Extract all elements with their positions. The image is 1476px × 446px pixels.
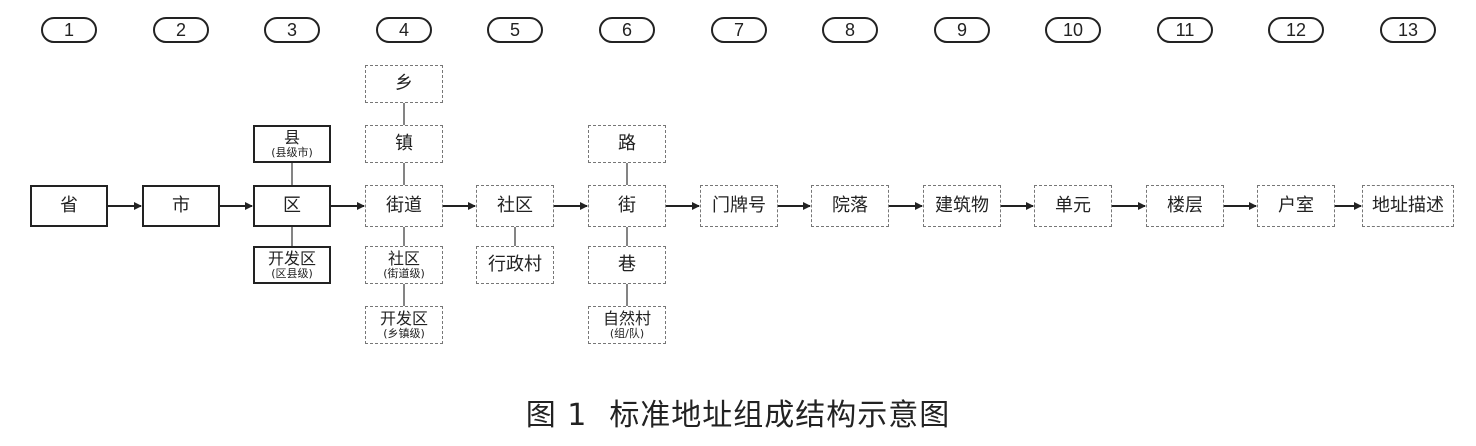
node-label: 单元 — [1055, 194, 1091, 216]
level-number-3: 3 — [264, 17, 320, 43]
node-building: 建筑物 — [923, 185, 1001, 227]
node-district: 区 — [253, 185, 331, 227]
node-label: 区 — [283, 194, 301, 216]
node-label: 行政村 — [488, 253, 542, 275]
node-label: 巷 — [618, 253, 636, 275]
node-label: 门牌号 — [712, 194, 766, 216]
node-label: 楼层 — [1167, 194, 1203, 216]
level-number-6: 6 — [599, 17, 655, 43]
node-natural-village: 自然村 (组/队) — [588, 306, 666, 344]
node-label: 镇 — [395, 132, 413, 154]
node-label: 市 — [172, 194, 190, 216]
node-county: 县 (县级市) — [253, 125, 331, 163]
node-label: 地址描述 — [1372, 194, 1444, 216]
figure-caption: 图 1 标准地址组成结构示意图 — [0, 390, 1476, 434]
level-number-7: 7 — [711, 17, 767, 43]
node-lane: 巷 — [588, 246, 666, 284]
node-subdistrict: 街道 — [365, 185, 443, 227]
node-street: 街 — [588, 185, 666, 227]
node-sublabel: (街道级) — [383, 266, 425, 280]
level-number-8: 8 — [822, 17, 878, 43]
node-label: 省 — [60, 194, 78, 216]
node-label: 社区 — [497, 194, 533, 216]
level-number-4: 4 — [376, 17, 432, 43]
level-number-5: 5 — [487, 17, 543, 43]
figure-number: 图 1 — [525, 398, 588, 433]
node-administrative-village: 行政村 — [476, 246, 554, 284]
node-courtyard: 院落 — [811, 185, 889, 227]
node-label: 社区 — [387, 248, 420, 268]
node-community-street-level: 社区 (街道级) — [365, 246, 443, 284]
node-road: 路 — [588, 125, 666, 163]
node-room: 户室 — [1257, 185, 1335, 227]
node-house-number: 门牌号 — [700, 185, 778, 227]
level-number-1: 1 — [41, 17, 97, 43]
node-label: 开发区 — [379, 308, 428, 328]
level-number-11: 11 — [1157, 17, 1213, 43]
node-label: 开发区 — [267, 248, 316, 268]
node-community: 社区 — [476, 185, 554, 227]
node-label: 街 — [618, 194, 636, 216]
node-label: 县 — [283, 127, 300, 147]
node-development-zone-county: 开发区 (区县级) — [253, 246, 331, 284]
node-label: 院落 — [832, 194, 868, 216]
figure-title: 标准地址组成结构示意图 — [609, 398, 951, 433]
node-label: 乡 — [395, 72, 413, 94]
node-sublabel: (乡镇级) — [383, 326, 425, 340]
node-unit: 单元 — [1034, 185, 1112, 227]
node-label: 自然村 — [602, 308, 651, 328]
node-township: 乡 — [365, 65, 443, 103]
level-number-2: 2 — [153, 17, 209, 43]
level-number-9: 9 — [934, 17, 990, 43]
node-development-zone-town: 开发区 (乡镇级) — [365, 306, 443, 344]
node-address-description: 地址描述 — [1362, 185, 1454, 227]
node-city: 市 — [142, 185, 220, 227]
node-sublabel: (区县级) — [271, 266, 313, 280]
level-number-13: 13 — [1380, 17, 1436, 43]
node-province: 省 — [30, 185, 108, 227]
node-label: 路 — [618, 132, 636, 154]
level-number-12: 12 — [1268, 17, 1324, 43]
node-label: 建筑物 — [935, 194, 989, 216]
node-town: 镇 — [365, 125, 443, 163]
node-sublabel: (县级市) — [271, 145, 313, 159]
node-sublabel: (组/队) — [609, 326, 645, 340]
level-number-10: 10 — [1045, 17, 1101, 43]
node-label: 户室 — [1278, 194, 1314, 216]
node-label: 街道 — [386, 194, 422, 216]
node-floor: 楼层 — [1146, 185, 1224, 227]
